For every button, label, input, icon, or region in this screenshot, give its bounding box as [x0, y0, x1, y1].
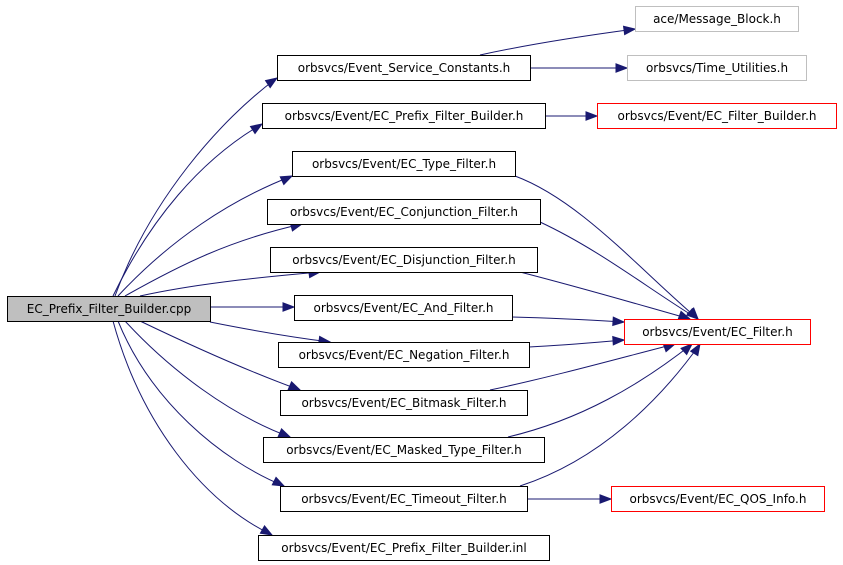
- node-label: orbsvcs/Event/EC_And_Filter.h: [314, 301, 494, 315]
- node-label: orbsvcs/Event/EC_Filter_Builder.h: [618, 109, 817, 123]
- node-label: orbsvcs/Event/EC_QOS_Info.h: [630, 492, 807, 506]
- edge-esc-time-utilities: [530, 63, 629, 73]
- node-ec-and-filter[interactable]: orbsvcs/Event/EC_And_Filter.h: [294, 295, 513, 321]
- arrowhead-icon: [612, 335, 626, 346]
- arrowhead-icon: [282, 302, 296, 312]
- node-ec-prefix-filter-builder-inl[interactable]: orbsvcs/Event/EC_Prefix_Filter_Builder.i…: [258, 535, 550, 561]
- edge-root-type-filter: [117, 175, 294, 297]
- edge-disjunction-ec-filter: [519, 271, 692, 320]
- edge-root-masked-type-filter: [124, 320, 292, 438]
- node-ec-qos-info[interactable]: orbsvcs/Event/EC_QOS_Info.h: [611, 486, 825, 512]
- node-label: orbsvcs/Event/EC_Conjunction_Filter.h: [290, 205, 518, 219]
- node-ec-prefix-filter-builder-h[interactable]: orbsvcs/Event/EC_Prefix_Filter_Builder.h: [262, 103, 546, 129]
- arrowhead-icon: [279, 175, 294, 186]
- node-label: orbsvcs/Event/EC_Masked_Type_Filter.h: [286, 443, 522, 457]
- arrowhead-icon: [599, 494, 613, 504]
- arrowhead-icon: [622, 25, 637, 36]
- node-label: orbsvcs/Event/EC_Filter.h: [642, 325, 793, 339]
- node-time-utilities[interactable]: orbsvcs/Time_Utilities.h: [627, 55, 807, 81]
- arrowhead-icon: [612, 316, 626, 327]
- node-ec-bitmask-filter[interactable]: orbsvcs/Event/EC_Bitmask_Filter.h: [280, 390, 528, 416]
- node-event-service-constants[interactable]: orbsvcs/Event_Service_Constants.h: [277, 55, 531, 81]
- graph-nodes: EC_Prefix_Filter_Builder.cpp orbsvcs/Even…: [7, 6, 837, 561]
- node-ec-type-filter[interactable]: orbsvcs/Event/EC_Type_Filter.h: [292, 151, 516, 177]
- edge-esc-message-block: [479, 25, 637, 56]
- edge-root-timeout-filter: [117, 320, 286, 487]
- edge-timeout-qos-info: [527, 494, 613, 504]
- edge-root-bitmask-filter: [139, 320, 302, 391]
- edge-negation-ec-filter: [528, 335, 626, 348]
- edge-conjunction-ec-filter: [539, 221, 700, 320]
- node-label: EC_Prefix_Filter_Builder.cpp: [27, 302, 191, 316]
- arrowhead-icon: [259, 525, 274, 536]
- arrowhead-icon: [615, 63, 629, 73]
- node-ec-timeout-filter[interactable]: orbsvcs/Event/EC_Timeout_Filter.h: [280, 486, 528, 512]
- node-root: EC_Prefix_Filter_Builder.cpp: [7, 296, 211, 322]
- edge-and-ec-filter: [511, 316, 626, 327]
- edge-root-event-service-constants: [114, 77, 279, 297]
- node-label: orbsvcs/Event/EC_Bitmask_Filter.h: [301, 396, 506, 410]
- arrowhead-icon: [277, 427, 292, 438]
- node-label: orbsvcs/Event/EC_Negation_Filter.h: [299, 348, 510, 362]
- edge-root-prefix-builder-inl: [112, 320, 274, 536]
- edge-masked-ec-filter: [507, 343, 694, 438]
- node-label: ace/Message_Block.h: [653, 12, 781, 26]
- node-label: orbsvcs/Event/EC_Timeout_Filter.h: [301, 492, 507, 506]
- node-label: orbsvcs/Event_Service_Constants.h: [298, 61, 510, 75]
- node-label: orbsvcs/Time_Utilities.h: [646, 61, 788, 75]
- edge-timeout-ec-filter: [519, 342, 701, 487]
- node-ec-filter[interactable]: orbsvcs/Event/EC_Filter.h: [624, 319, 811, 345]
- node-label: orbsvcs/Event/EC_Prefix_Filter_Builder.i…: [281, 541, 526, 555]
- node-ec-masked-type-filter[interactable]: orbsvcs/Event/EC_Masked_Type_Filter.h: [263, 437, 545, 463]
- edge-type-filter-ec-filter: [514, 175, 699, 321]
- arrowhead-icon: [585, 111, 599, 121]
- arrowhead-icon: [689, 342, 701, 357]
- node-ec-conjunction-filter[interactable]: orbsvcs/Event/EC_Conjunction_Filter.h: [267, 199, 541, 225]
- arrowhead-icon: [264, 77, 279, 89]
- arrowhead-icon: [686, 307, 700, 320]
- edge-pfbh-filter-builder: [545, 111, 599, 121]
- node-ec-disjunction-filter[interactable]: orbsvcs/Event/EC_Disjunction_Filter.h: [270, 247, 538, 273]
- arrowhead-icon: [680, 343, 694, 356]
- arrowhead-icon: [249, 123, 264, 135]
- node-label: orbsvcs/Event/EC_Prefix_Filter_Builder.h: [285, 109, 524, 123]
- node-label: orbsvcs/Event/EC_Type_Filter.h: [312, 157, 496, 171]
- edge-root-prefix-builder-h: [112, 123, 264, 297]
- node-label: orbsvcs/Event/EC_Disjunction_Filter.h: [292, 253, 516, 267]
- edge-root-and-filter: [210, 302, 296, 312]
- arrowhead-icon: [287, 380, 302, 391]
- edge-root-negation-filter: [209, 321, 332, 346]
- node-ec-filter-builder[interactable]: orbsvcs/Event/EC_Filter_Builder.h: [597, 103, 837, 129]
- arrowhead-icon: [271, 476, 286, 487]
- node-ec-negation-filter[interactable]: orbsvcs/Event/EC_Negation_Filter.h: [278, 342, 530, 368]
- node-message-block[interactable]: ace/Message_Block.h: [635, 6, 799, 32]
